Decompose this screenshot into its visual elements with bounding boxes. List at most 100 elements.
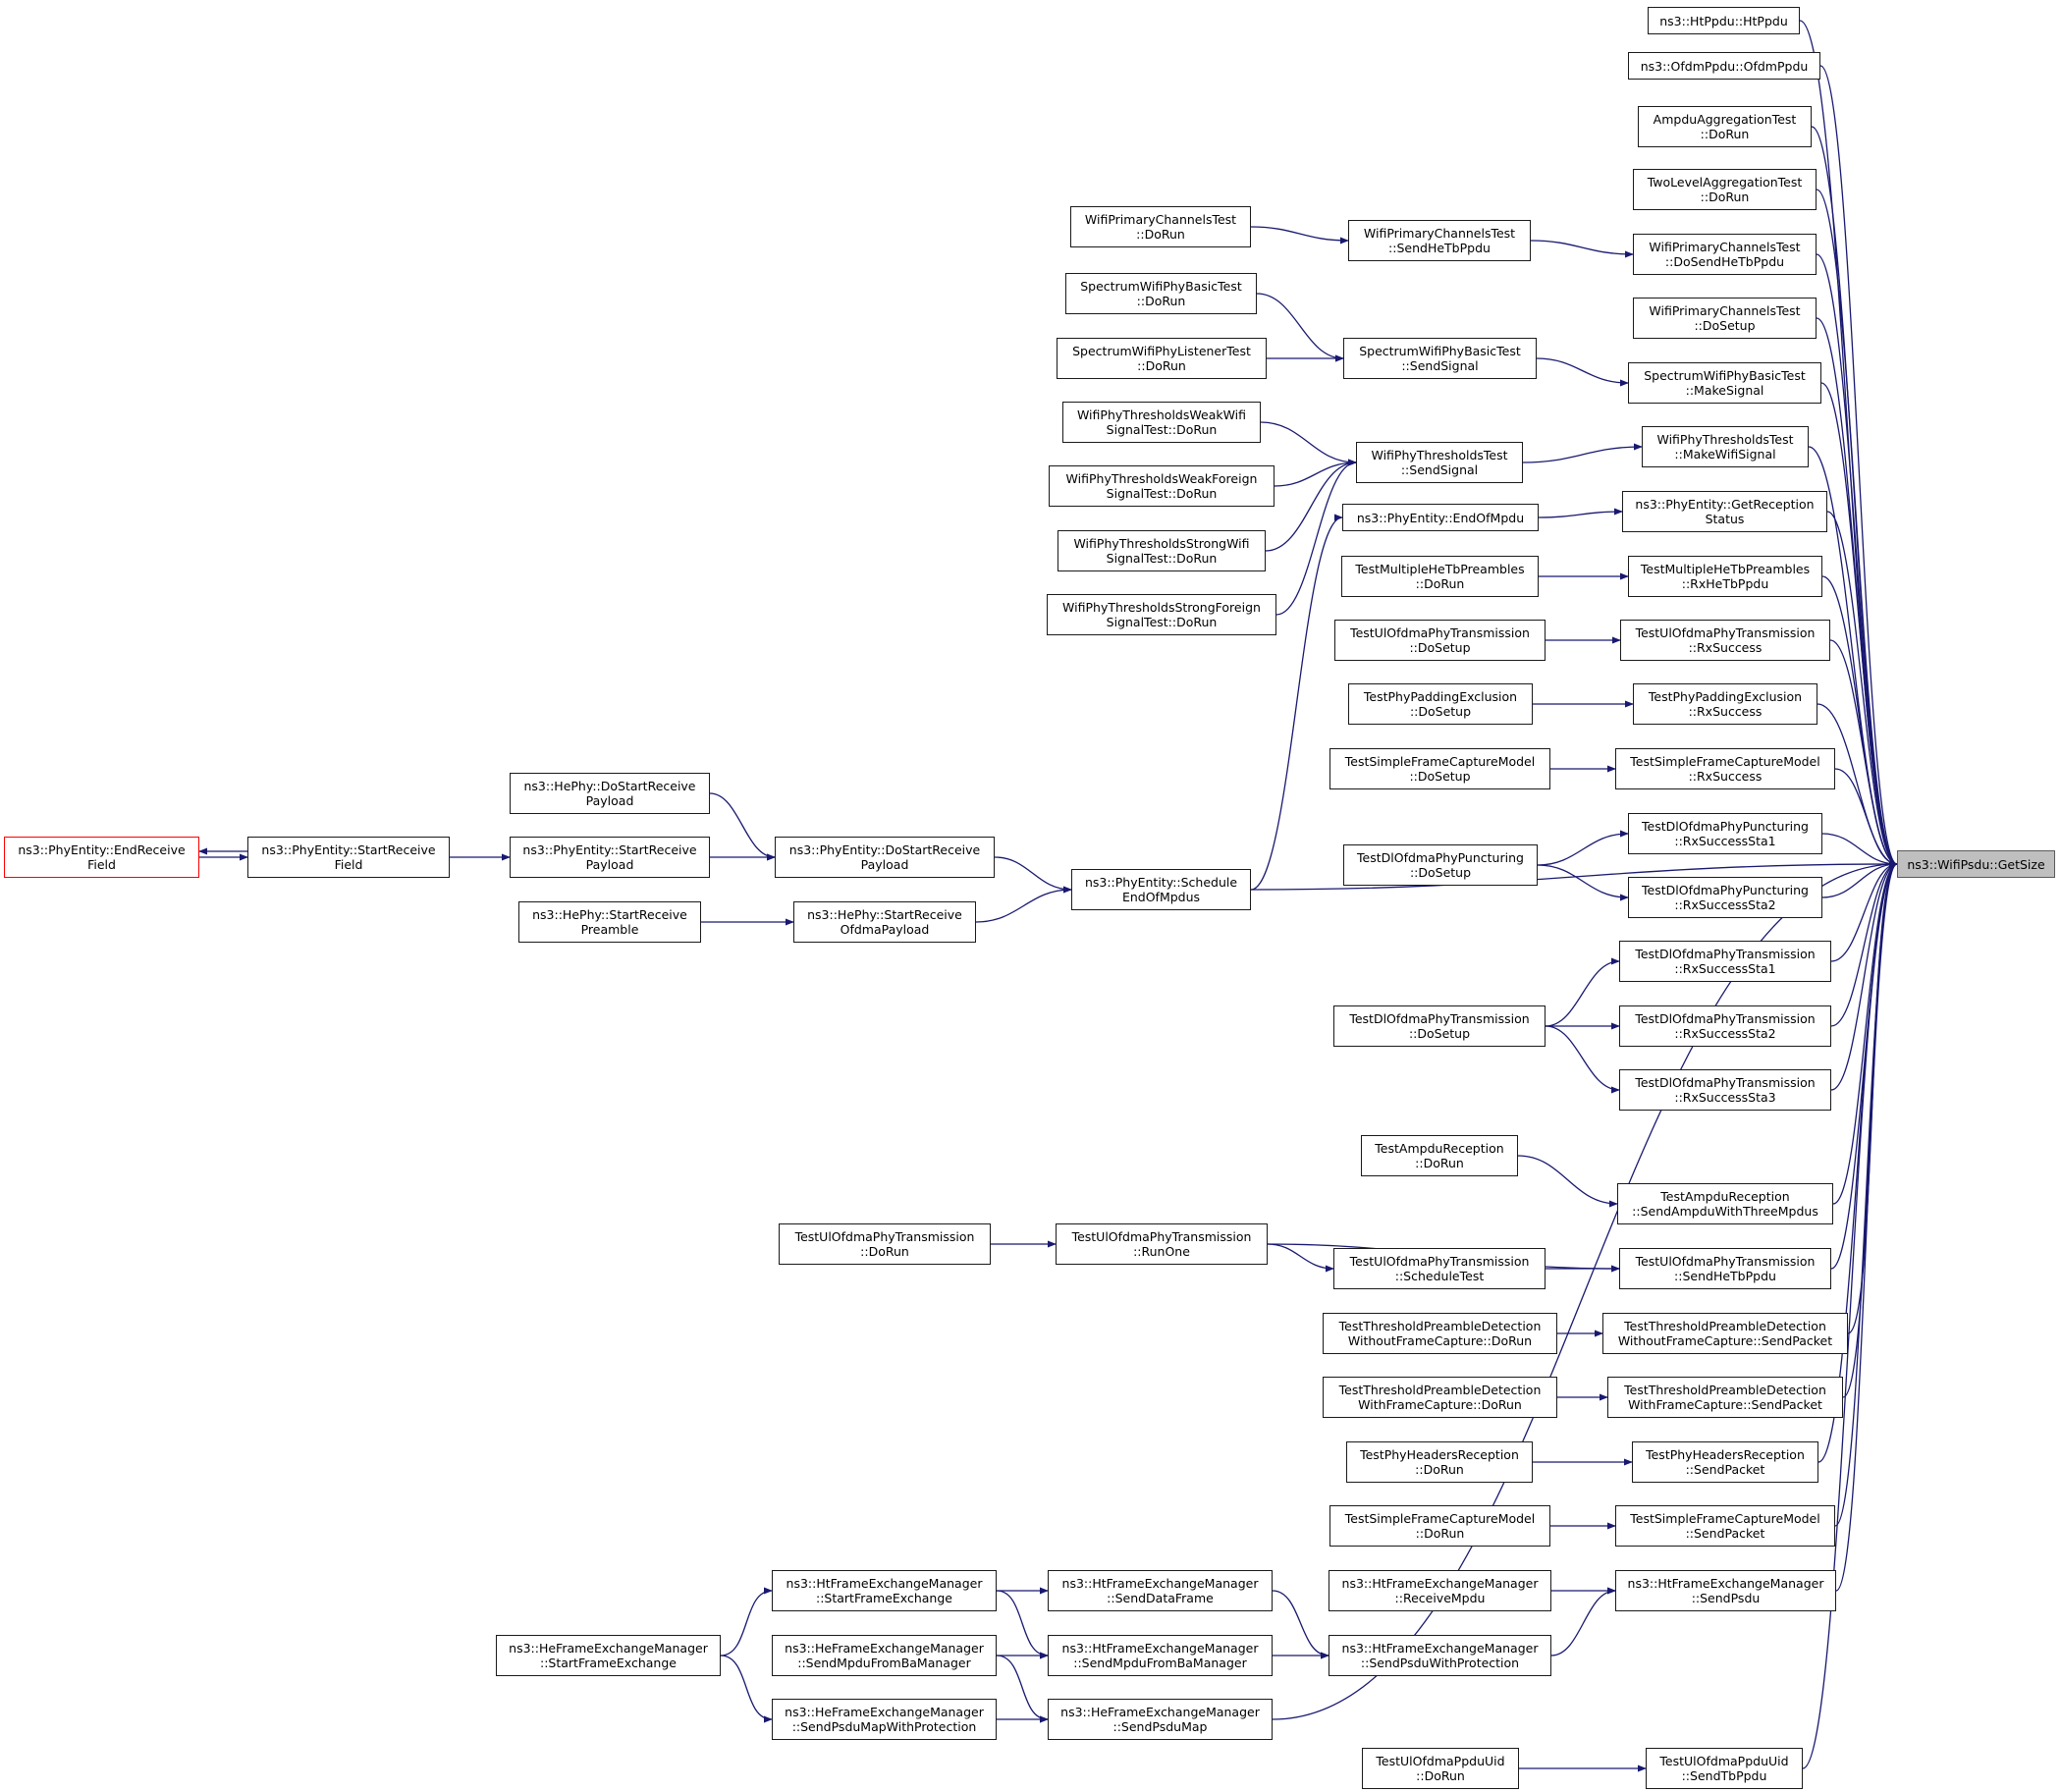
- edge-swpb_dorun-to-swpb_sendsignal: [1256, 293, 1344, 362]
- node-testsimpleframecapturemodel-dorun[interactable]: TestSimpleFrameCaptureModel::DoRun: [1329, 1505, 1550, 1547]
- node-testphypaddingexclusion-dosetup[interactable]: TestPhyPaddingExclusion::DoSetup: [1348, 683, 1533, 725]
- edge-swpb_sendsignal-to-swpb_makesignal: [1536, 357, 1629, 387]
- edge-swpb_makesignal-to-getsize: [1820, 382, 1898, 868]
- edge-hephy_dostartreceivepayload-to-pe_dostartreceivepayload: [709, 792, 776, 861]
- edge-hephy_startreceiveofdma-to-pe_scheduleendofmpdus: [975, 886, 1072, 923]
- node-htframeexchangemanager-receivempdu[interactable]: ns3::HtFrameExchangeManager::ReceiveMpdu: [1329, 1570, 1551, 1611]
- node-testulofdmaphytransmission-rxsuccess[interactable]: TestUlOfdmaPhyTransmission::RxSuccess: [1620, 620, 1830, 661]
- edge-wpc_dosendhetb-to-getsize: [1816, 253, 1898, 868]
- edge-wpt_sendsignal-to-wpt_makewifisignal: [1522, 443, 1643, 463]
- node-testulofdmaphytransmission-dorun[interactable]: TestUlOfdmaPhyTransmission::DoRun: [779, 1223, 991, 1265]
- node-testmultiplehetbpreambles-dorun[interactable]: TestMultipleHeTbPreambles::DoRun: [1341, 556, 1539, 597]
- node-wifiprimarychannelstest-sendhetbppdu[interactable]: WifiPrimaryChannelsTest::SendHeTbPpdu: [1348, 220, 1531, 261]
- node-testulofdmaphytransmission-runone[interactable]: TestUlOfdmaPhyTransmission::RunOne: [1056, 1223, 1268, 1265]
- edge-tdopt_dosetup-to-tdopt_rxsta1: [1545, 957, 1620, 1027]
- edge-tar_dorun-to-tar_sendampdu: [1517, 1155, 1618, 1208]
- node-htframeexchangemanager-sendmpdufrombamanager[interactable]: ns3::HtFrameExchangeManager::SendMpduFro…: [1048, 1635, 1273, 1676]
- node-wifiprimarychannelstest-dosendhetbppdu[interactable]: WifiPrimaryChannelsTest::DoSendHeTbPpdu: [1633, 234, 1817, 275]
- node-testdlofdmaphytransmission-rxsuccesssta3[interactable]: TestDlOfdmaPhyTransmission::RxSuccessSta…: [1619, 1069, 1831, 1111]
- node-testsimpleframecapturemodel-rxsuccess[interactable]: TestSimpleFrameCaptureModel::RxSuccess: [1615, 748, 1835, 789]
- edge-tdopt_rxsta1-to-getsize: [1830, 860, 1898, 962]
- edge-pe_endofmpdu-to-pe_getreceptionstatus: [1538, 508, 1623, 518]
- node-spectrumwifiphylistenertest-dorun[interactable]: SpectrumWifiPhyListenerTest::DoRun: [1057, 338, 1267, 379]
- node-twolevelaggregationtest-dorun[interactable]: TwoLevelAggregationTest::DoRun: [1633, 169, 1817, 210]
- edge-htfem_sendpsdu-to-getsize: [1835, 860, 1898, 1592]
- edge-tdopp_dosetup-to-tdopp_rxsta2: [1537, 864, 1629, 901]
- edge-ofdmppdu-to-getsize: [1819, 65, 1898, 868]
- node-testulofdmaphytransmission-scheduletest[interactable]: TestUlOfdmaPhyTransmission::ScheduleTest: [1333, 1248, 1546, 1289]
- edge-twolevel-to-getsize: [1816, 189, 1898, 868]
- node-htppdu-ctor[interactable]: ns3::HtPpdu::HtPpdu: [1648, 7, 1800, 34]
- edge-tsfcm_sendpacket-to-getsize: [1834, 860, 1898, 1527]
- edge-hefem_startframeexchange-to-hefem_sendpsdumapwithprot: [720, 1655, 773, 1723]
- node-testdlofdmaphytransmission-dosetup[interactable]: TestDlOfdmaPhyTransmission::DoSetup: [1333, 1005, 1546, 1047]
- node-testphypaddingexclusion-rxsuccess[interactable]: TestPhyPaddingExclusion::RxSuccess: [1633, 683, 1817, 725]
- node-spectrumwifiphybasictest-makesignal[interactable]: SpectrumWifiPhyBasicTest::MakeSignal: [1628, 362, 1821, 404]
- node-heframeexchangemanager-sendmpdufrombamanager[interactable]: ns3::HeFrameExchangeManager::SendMpduFro…: [772, 1635, 997, 1676]
- node-testulofdmappduuid-dorun[interactable]: TestUlOfdmaPpduUid::DoRun: [1362, 1748, 1519, 1789]
- node-testdlofdmaphypuncturing-rxsuccesssta1[interactable]: TestDlOfdmaPhyPuncturing::RxSuccessSta1: [1628, 813, 1822, 854]
- node-testampdureception-dorun[interactable]: TestAmpduReception::DoRun: [1361, 1135, 1518, 1176]
- edge-tdopt_dosetup-to-tdopt_rxsta3: [1545, 1025, 1620, 1094]
- node-ampduaggregationtest-dorun[interactable]: AmpduAggregationTest::DoRun: [1638, 106, 1812, 147]
- node-testdlofdmaphytransmission-rxsuccesssta2[interactable]: TestDlOfdmaPhyTransmission::RxSuccessSta…: [1619, 1005, 1831, 1047]
- edge-pe_scheduleendofmpdus-to-getsize: [1250, 860, 1898, 891]
- node-wifiprimarychannelstest-dorun[interactable]: WifiPrimaryChannelsTest::DoRun: [1070, 206, 1251, 247]
- node-wifiphythresholdstest-makewifisignal[interactable]: WifiPhyThresholdsTest::MakeWifiSignal: [1642, 426, 1809, 467]
- node-testdlofdmaphypuncturing-rxsuccesssta2[interactable]: TestDlOfdmaPhyPuncturing::RxSuccessSta2: [1628, 877, 1822, 918]
- node-htframeexchangemanager-senddataframe[interactable]: ns3::HtFrameExchangeManager::SendDataFra…: [1048, 1570, 1273, 1611]
- node-wifiphythresholdstest-sendsignal[interactable]: WifiPhyThresholdsTest::SendSignal: [1356, 442, 1523, 483]
- edge-ttpd_wfc_sendpacket-to-getsize: [1842, 860, 1898, 1398]
- edge-wpc_doruntop-to-wpc_sendhetbppdu: [1250, 226, 1349, 244]
- edge-htfem_sendpsduwithprot-to-htfem_sendpsdu: [1550, 1587, 1616, 1656]
- node-testsimpleframecapturemodel-sendpacket[interactable]: TestSimpleFrameCaptureModel::SendPacket: [1615, 1505, 1835, 1547]
- node-heframeexchangemanager-sendpsdumap[interactable]: ns3::HeFrameExchangeManager::SendPsduMap: [1048, 1699, 1273, 1740]
- node-ofdmppdu-ctor[interactable]: ns3::OfdmPpdu::OfdmPpdu: [1628, 52, 1820, 80]
- node-testdlofdmaphypuncturing-dosetup[interactable]: TestDlOfdmaPhyPuncturing::DoSetup: [1343, 844, 1538, 886]
- node-testulofdmaphytransmission-sendhetbppdu[interactable]: TestUlOfdmaPhyTransmission::SendHeTbPpdu: [1619, 1248, 1831, 1289]
- edge-wptsw_dorun-to-wpt_sendsignal: [1265, 459, 1357, 552]
- edge-tdopp_dosetup-to-tdopp_rxsta1: [1537, 830, 1629, 866]
- node-testmultiplehetbpreambles-rxhetbppdu[interactable]: TestMultipleHeTbPreambles::RxHeTbPpdu: [1628, 556, 1822, 597]
- node-heframeexchangemanager-sendpsdumapwithprotection[interactable]: ns3::HeFrameExchangeManager::SendPsduMap…: [772, 1699, 997, 1740]
- node-spectrumwifiphybasictest-dorun[interactable]: SpectrumWifiPhyBasicTest::DoRun: [1065, 273, 1257, 314]
- node-testulofdmappduuid-sendtbppdu[interactable]: TestUlOfdmaPpduUid::SendTbPpdu: [1646, 1748, 1803, 1789]
- node-phyentity-endofmpdu[interactable]: ns3::PhyEntity::EndOfMpdu: [1342, 504, 1539, 531]
- node-spectrumwifiphybasictest-sendsignal[interactable]: SpectrumWifiPhyBasicTest::SendSignal: [1343, 338, 1537, 379]
- node-heframeexchangemanager-startframeexchange[interactable]: ns3::HeFrameExchangeManager::StartFrameE…: [496, 1635, 721, 1676]
- node-testdlofdmaphytransmission-rxsuccesssta1[interactable]: TestDlOfdmaPhyTransmission::RxSuccessSta…: [1619, 941, 1831, 982]
- node-testphyheadersreception-sendpacket[interactable]: TestPhyHeadersReception::SendPacket: [1632, 1441, 1818, 1483]
- node-wifiprimarychannelstest-dosetup[interactable]: WifiPrimaryChannelsTest::DoSetup: [1633, 298, 1817, 339]
- edge-wptwf_dorun-to-wpt_sendsignal: [1274, 459, 1357, 487]
- node-testsimpleframecapturemodel-dosetup[interactable]: TestSimpleFrameCaptureModel::DoSetup: [1329, 748, 1550, 789]
- node-htframeexchangemanager-sendpsdu[interactable]: ns3::HtFrameExchangeManager::SendPsdu: [1615, 1570, 1836, 1611]
- node-testphyheadersreception-dorun[interactable]: TestPhyHeadersReception::DoRun: [1346, 1441, 1533, 1483]
- edge-wptww_dorun-to-wpt_sendsignal: [1260, 421, 1357, 466]
- edge-tdopp_rxsta1-to-getsize: [1821, 833, 1898, 868]
- node-testulofdmaphytransmission-dosetup[interactable]: TestUlOfdmaPhyTransmission::DoSetup: [1334, 620, 1546, 661]
- node-testampdureception-sendampduwiththreempdus[interactable]: TestAmpduReception::SendAmpduWithThreeMp…: [1617, 1183, 1833, 1224]
- node-htframeexchangemanager-startframeexchange[interactable]: ns3::HtFrameExchangeManager::StartFrameE…: [772, 1570, 997, 1611]
- node-wifipsdu-getsize[interactable]: ns3::WifiPsdu::GetSize: [1897, 850, 2055, 878]
- node-htframeexchangemanager-sendpsduwithprotection[interactable]: ns3::HtFrameExchangeManager::SendPsduWit…: [1329, 1635, 1551, 1676]
- edge-pe_getreceptionstatus-to-getsize: [1826, 511, 1898, 868]
